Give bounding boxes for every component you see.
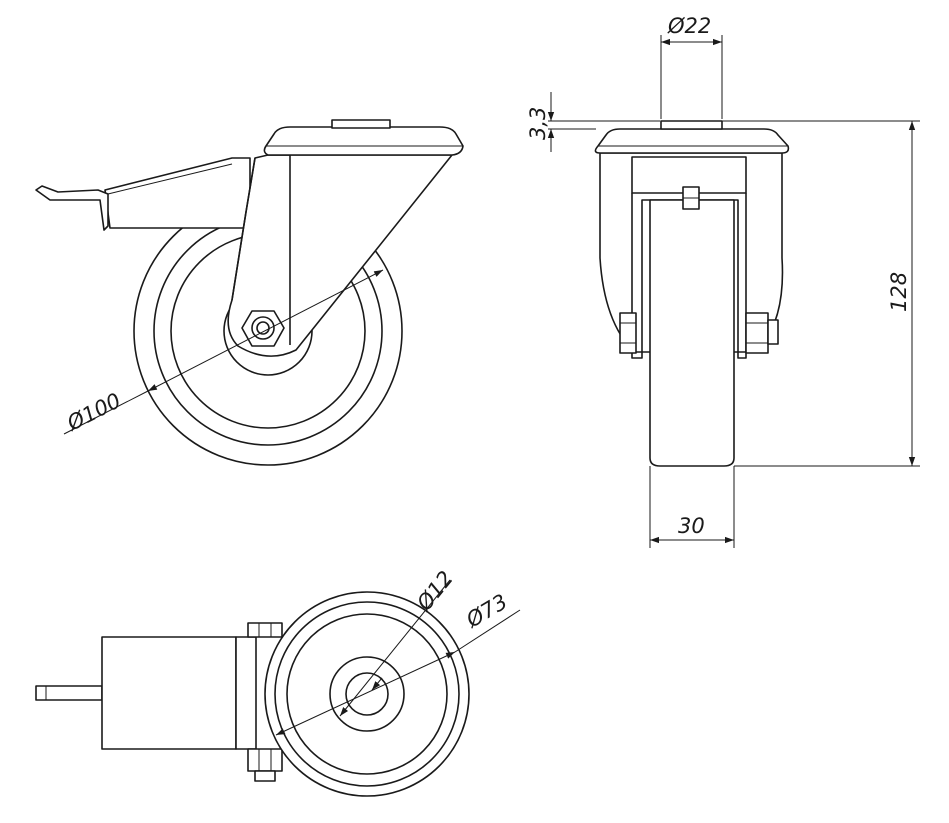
bottom-wheel-outer bbox=[264, 591, 470, 797]
hub-diameter-label: Ø73 bbox=[461, 589, 511, 632]
top-plate bbox=[263, 126, 464, 156]
wheel-diameter-label: Ø100 bbox=[62, 388, 124, 436]
bottom-bolt-bottom bbox=[247, 748, 283, 772]
top-diameter-label: Ø22 bbox=[667, 14, 711, 38]
front-axle-nut-right bbox=[745, 312, 769, 354]
front-top-plate bbox=[594, 128, 790, 154]
front-wheel bbox=[649, 199, 735, 467]
bottom-wheel-inner bbox=[274, 601, 460, 787]
plate-thickness-label: 3,3 bbox=[526, 107, 550, 140]
front-view: Ø22 3,3 128 30 bbox=[526, 14, 920, 548]
brake-pedal-tip bbox=[35, 185, 109, 231]
bottom-view: Ø12 Ø73 bbox=[35, 566, 521, 797]
bottom-bolt-top bbox=[247, 622, 283, 638]
overall-height-label: 128 bbox=[887, 272, 911, 312]
front-axle-nut-left bbox=[619, 312, 637, 354]
top-kingpin bbox=[331, 119, 391, 129]
side-view: Ø100 bbox=[35, 119, 464, 466]
bottom-housing bbox=[101, 636, 237, 750]
brake-pedal bbox=[104, 157, 251, 229]
wheel-width-label: 30 bbox=[678, 514, 705, 538]
